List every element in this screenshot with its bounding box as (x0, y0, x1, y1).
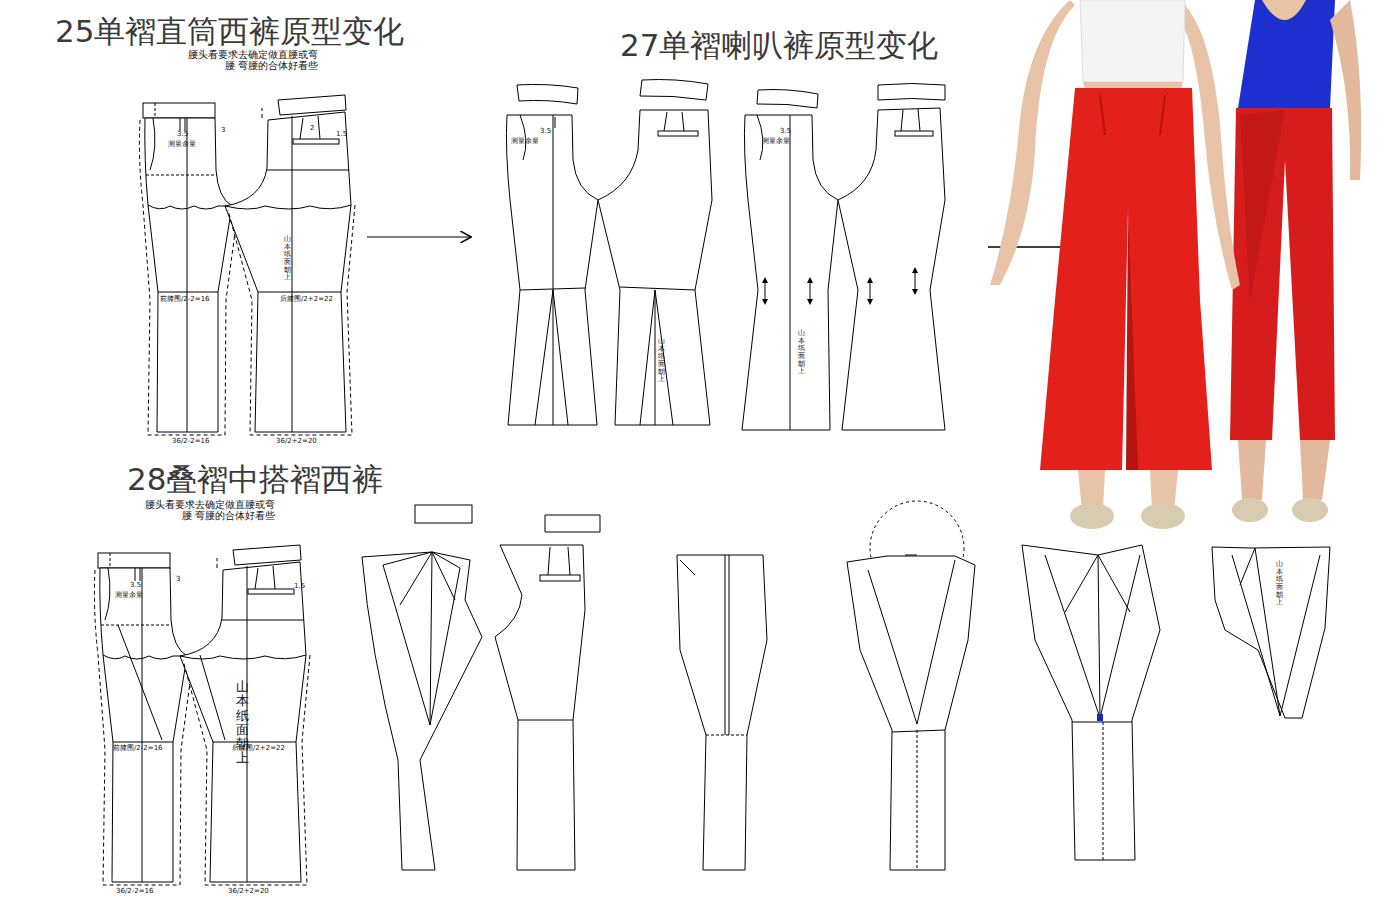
grain-note: 山本纸面朝上 (658, 338, 665, 384)
dimension: 后膝围/2+2=22 (280, 295, 333, 303)
heading: 27单褶喇叭裤原型变化 (620, 28, 938, 64)
dimension: 前膝围/2-2=16 (160, 295, 210, 303)
dimension: 36/2+2=20 (276, 437, 317, 445)
grain-note: 山本纸面朝上 (798, 330, 805, 376)
dimension: 3.5 (540, 127, 551, 135)
dimension: 3 (176, 575, 180, 583)
dimension: 1.5 (336, 130, 347, 138)
note: 腰头看要求去确定做直腰或弯腰 弯腰的合体好看些 (180, 50, 318, 72)
heading: 25单褶直筒西裤原型变化 (55, 14, 404, 50)
grain-note: 山本纸面朝上 (236, 680, 249, 766)
annotation: 测量余量 (115, 591, 143, 599)
dimension: 3.5 (130, 581, 141, 589)
dimension: 3.5 (780, 127, 791, 135)
grain-note: 山本纸面朝上 (284, 236, 291, 282)
dimension: 前膝围/2-2=16 (113, 744, 163, 752)
grain-note: 山本纸面朝上 (1276, 561, 1283, 607)
dimension: 36/2+2=20 (228, 887, 269, 895)
dimension: 1.5 (294, 582, 305, 590)
dimension: 2 (310, 124, 314, 132)
heading: 28叠褶中搭褶西裤 (127, 462, 383, 498)
dimension: 36/2-2=16 (172, 437, 209, 445)
note: 腰头看要求去确定做直腰或弯腰 弯腰的合体好看些 (137, 500, 275, 522)
dimension: 36/2-2=16 (116, 887, 153, 895)
annotation: 测量余量 (762, 137, 790, 145)
annotation: 测量余量 (168, 140, 196, 148)
dimension: 3.5 (177, 130, 188, 138)
dimension: 3 (221, 126, 225, 134)
annotation: 测量余量 (511, 137, 539, 145)
